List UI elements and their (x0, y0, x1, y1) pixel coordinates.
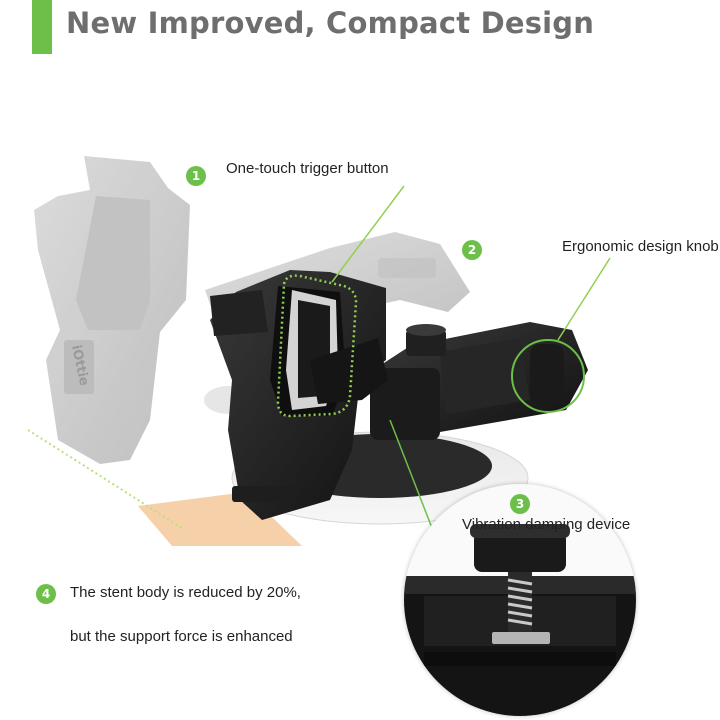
callout-text-3: Vibration damping device (462, 516, 631, 533)
ergonomic-knob (530, 344, 564, 404)
arm-hinge-block (370, 368, 440, 440)
callout-badge-1: 1 (186, 166, 206, 186)
callout-badge-4: 4 (36, 584, 56, 604)
ghost-arm-slot (378, 258, 436, 278)
callout-text-1: One-touch trigger button (226, 160, 389, 177)
callout-text-4-line1: The stent body is reduced by 20%, (70, 584, 301, 601)
knob-highlight-circle (511, 339, 585, 413)
main-cradle (210, 270, 388, 520)
ghost-cradle (34, 156, 190, 464)
size-reduction-highlight (138, 492, 302, 546)
leader-line-2 (557, 257, 611, 341)
top-adjust-knob (406, 330, 446, 356)
vibration-damping-detail (404, 484, 636, 716)
callout-badge-2: 2 (462, 240, 482, 260)
leader-line-1 (331, 185, 405, 283)
page-title: New Improved, Compact Design (66, 6, 595, 40)
leader-line-3 (389, 419, 433, 529)
callout-text-2: Ergonomic design knob (562, 238, 719, 255)
callout-badge-3: 3 (510, 494, 530, 514)
damping-spring (507, 572, 533, 632)
title-accent-bar (32, 0, 52, 54)
callout-text-4-line2: but the support force is enhanced (70, 628, 293, 645)
size-reduction-guide-line (27, 429, 183, 529)
trigger-button-outline (276, 274, 358, 418)
